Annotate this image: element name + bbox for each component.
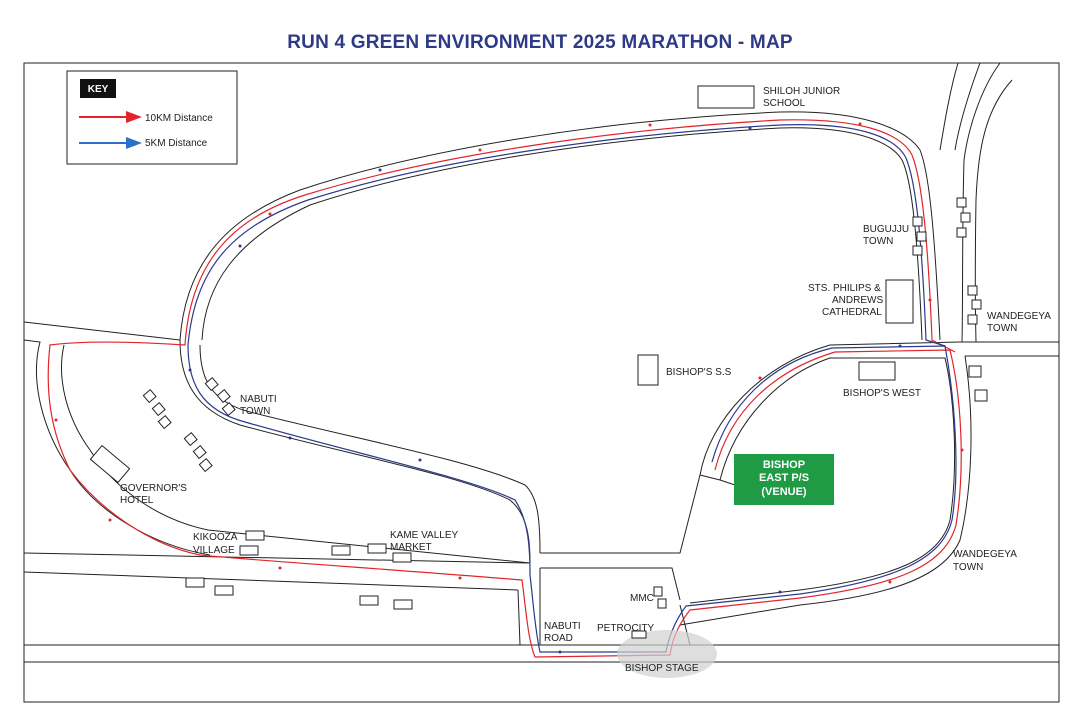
route-arrows bbox=[54, 122, 964, 584]
label-bishops-west: BISHOP'S WEST bbox=[843, 388, 921, 399]
route-5km bbox=[187, 123, 957, 653]
key-heading: KEY bbox=[88, 84, 109, 95]
map-frame bbox=[23, 62, 1060, 703]
label-wandegeya-se-2: TOWN bbox=[953, 562, 983, 573]
venue-marker[interactable]: BISHOP EAST P/S (VENUE) bbox=[734, 454, 834, 505]
key-10km-label: 10KM Distance bbox=[145, 113, 213, 124]
label-sts-1: STS. PHILIPS & bbox=[808, 283, 881, 294]
route-arrows-blue bbox=[188, 126, 922, 654]
venue-box[interactable] bbox=[734, 454, 834, 505]
label-kame-1: KAME VALLEY bbox=[390, 530, 459, 541]
key-5km-label: 5KM Distance bbox=[145, 138, 208, 149]
key-5km-arrow-icon bbox=[126, 137, 142, 149]
label-kikooza-1: KIKOOZA bbox=[193, 532, 238, 543]
label-sts-2: ANDREWS bbox=[832, 295, 883, 306]
label-nabuti-town-1: NABUTI bbox=[240, 394, 277, 405]
label-nabuti-town-2: TOWN bbox=[240, 406, 270, 417]
label-governors-2: HOTEL bbox=[120, 495, 154, 506]
venue-line3: (VENUE) bbox=[761, 486, 807, 498]
venue-line2: EAST P/S bbox=[759, 472, 809, 484]
label-bugujju-2: TOWN bbox=[863, 236, 893, 247]
road-network bbox=[23, 62, 1059, 663]
label-mmc: MMC bbox=[630, 593, 654, 604]
map-key: KEY 10KM Distance 5KM Distance bbox=[66, 70, 238, 165]
label-petrocity: PETROCITY bbox=[597, 623, 655, 634]
label-nabuti-road-1: NABUTI bbox=[544, 621, 581, 632]
label-wandegeya-ne-2: TOWN bbox=[987, 323, 1017, 334]
key-heading-bg bbox=[80, 79, 116, 98]
place-labels: SHILOH JUNIOR SCHOOL BUGUJJU TOWN STS. P… bbox=[120, 86, 1051, 674]
map-title: RUN 4 GREEN ENVIRONMENT 2025 MARATHON - … bbox=[287, 32, 793, 53]
venue-line1: BISHOP bbox=[763, 459, 805, 471]
bishop-stage-marker bbox=[617, 630, 717, 678]
route-10km bbox=[47, 119, 962, 658]
label-wandegeya-ne-1: WANDEGEYA bbox=[987, 311, 1051, 322]
label-nabuti-road-2: ROAD bbox=[544, 633, 573, 644]
label-wandegeya-se-1: WANDEGEYA bbox=[953, 549, 1017, 560]
label-bishop-stage: BISHOP STAGE bbox=[625, 663, 699, 674]
label-kame-2: MARKET bbox=[390, 542, 432, 553]
label-bugujju-1: BUGUJJU bbox=[863, 224, 909, 235]
buildings bbox=[89, 85, 988, 639]
label-bishops-ss: BISHOP'S S.S bbox=[666, 367, 732, 378]
label-kikooza-2: VILLAGE bbox=[193, 545, 235, 556]
label-shiloh-2: SCHOOL bbox=[763, 98, 806, 109]
label-shiloh-1: SHILOH JUNIOR bbox=[763, 86, 840, 97]
label-sts-3: CATHEDRAL bbox=[822, 307, 882, 318]
label-governors-1: GOVERNOR'S bbox=[120, 483, 187, 494]
key-10km-arrow-icon bbox=[126, 111, 142, 123]
